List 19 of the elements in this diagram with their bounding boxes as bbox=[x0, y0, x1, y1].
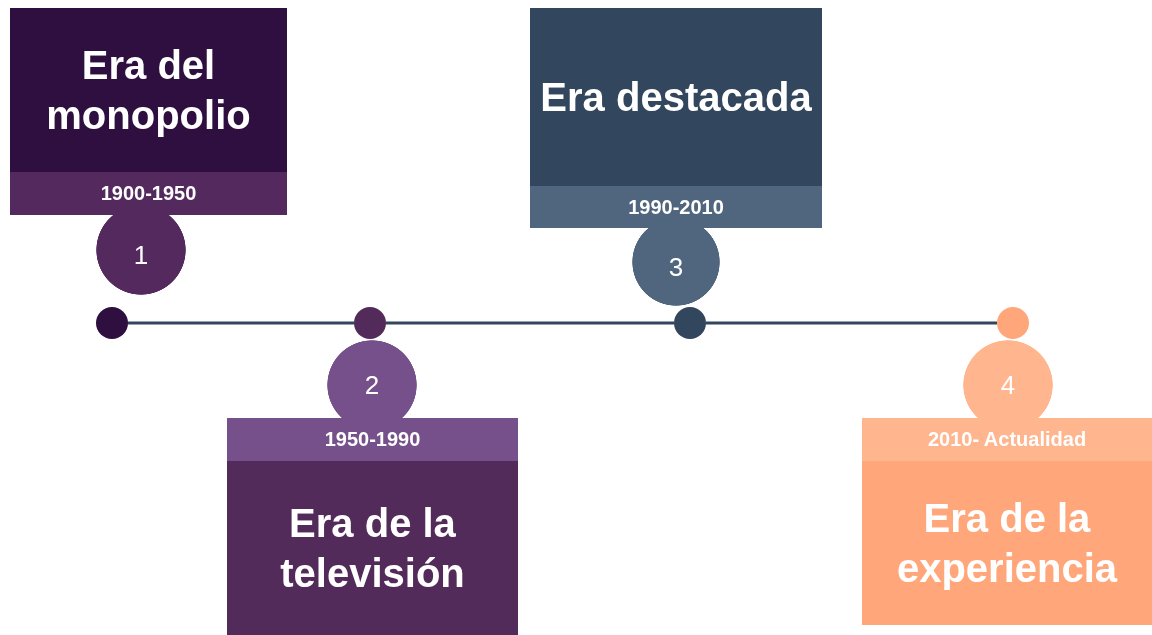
timeline-line bbox=[706, 321, 997, 325]
timeline-line bbox=[386, 321, 674, 325]
timeline-dot bbox=[354, 307, 386, 339]
era-card bbox=[227, 418, 518, 635]
date-band: 2010- Actualidad bbox=[862, 418, 1152, 461]
timeline-dot bbox=[674, 307, 706, 339]
timeline-line bbox=[128, 321, 354, 325]
era-card bbox=[862, 418, 1152, 625]
era-title: Era del monopolio bbox=[45, 42, 252, 139]
timeline-dot bbox=[96, 307, 128, 339]
era-title: Era de la televisión bbox=[279, 500, 466, 597]
era-card bbox=[10, 8, 287, 215]
date-band: 1950-1990 bbox=[227, 418, 518, 461]
era-title: Era destacada bbox=[539, 74, 813, 121]
era-title: Era de la experiencia bbox=[895, 495, 1119, 592]
era-card bbox=[530, 8, 822, 228]
timeline-dot bbox=[997, 307, 1029, 339]
date-band: 1990-2010 bbox=[530, 186, 822, 228]
date-band: 1900-1950 bbox=[10, 172, 287, 215]
